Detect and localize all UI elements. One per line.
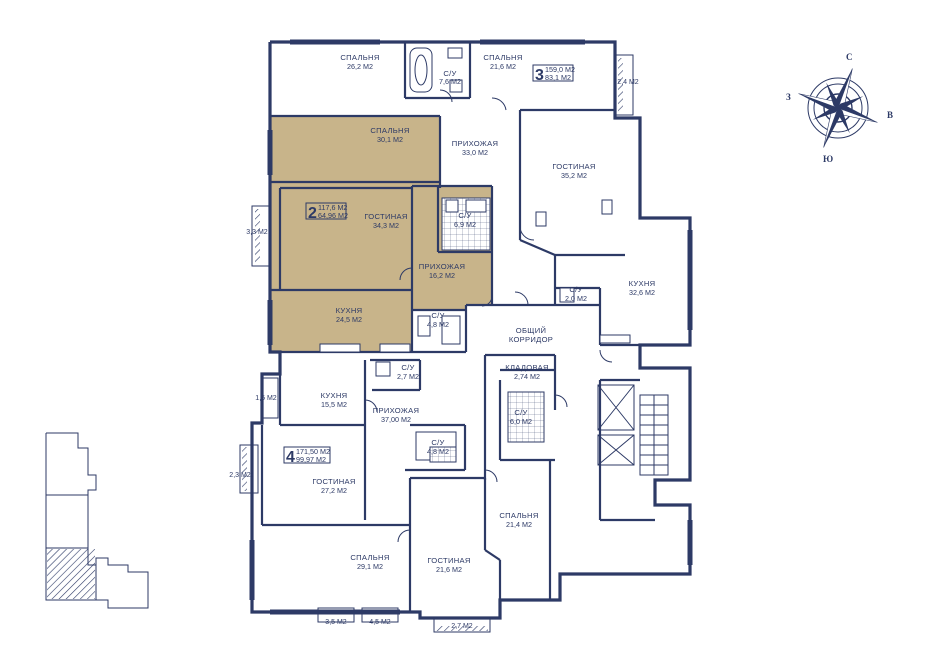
room-label: КУХНЯ <box>629 279 656 288</box>
room-label: ГОСТИНАЯ <box>364 212 407 221</box>
room-area: 35,2 М2 <box>561 171 587 180</box>
room-area: 30,1 М2 <box>377 135 403 144</box>
svg-text:2,4 М2: 2,4 М2 <box>617 79 639 86</box>
room-labels: СПАЛЬНЯ 26,2 М2 С/У 7,6 М2 СПАЛЬНЯ 21,6 … <box>312 53 655 574</box>
room-label: СПАЛЬНЯ <box>340 53 379 62</box>
room-label: С/У <box>431 438 444 447</box>
apartment-2-label: 2 117,6 М2 64,96 М2 <box>305 202 348 222</box>
room-area: 15,5 М2 <box>321 400 347 409</box>
svg-text:2,3 М2: 2,3 М2 <box>229 472 251 479</box>
column <box>601 199 613 215</box>
room-label: С/У <box>401 363 414 372</box>
room-area: 21,6 М2 <box>490 62 516 71</box>
balconies <box>239 54 634 633</box>
room-label: ГОСТИНАЯ <box>552 162 595 171</box>
svg-text:171,50 М2: 171,50 М2 <box>296 447 330 456</box>
room-label: СПАЛЬНЯ <box>483 53 522 62</box>
room-label: С/У <box>443 69 456 78</box>
compass-west: З <box>786 92 791 102</box>
room-label: КОРРИДОР <box>509 335 553 344</box>
room-area: 29,1 М2 <box>357 562 383 571</box>
room-area: 21,6 М2 <box>436 565 462 574</box>
room-area: 33,0 М2 <box>462 148 488 157</box>
svg-text:117,6 М2: 117,6 М2 <box>318 203 347 212</box>
room-area: 27,2 М2 <box>321 486 347 495</box>
room-label: КУХНЯ <box>321 391 348 400</box>
room-area: 4,8 М2 <box>427 447 449 456</box>
room-label: КЛАДОВАЯ <box>505 363 549 372</box>
svg-text:2: 2 <box>308 205 317 222</box>
room-area: 24,5 М2 <box>336 315 362 324</box>
key-plan <box>45 432 149 609</box>
room-label: С/У <box>431 311 444 320</box>
svg-text:2,7 М2: 2,7 М2 <box>451 623 473 630</box>
doors <box>364 89 613 543</box>
room-area: 7,6 М2 <box>439 77 461 86</box>
svg-text:3,3 М2: 3,3 М2 <box>246 229 268 236</box>
room-area: 4,8 М2 <box>427 320 449 329</box>
windows <box>249 39 693 615</box>
room-area: 26,2 М2 <box>347 62 373 71</box>
compass-east: В <box>887 110 893 120</box>
column <box>535 211 547 227</box>
svg-text:159,0 М2: 159,0 М2 <box>545 65 575 74</box>
svg-text:4,5 М2: 4,5 М2 <box>369 619 391 626</box>
room-area: 37,00 М2 <box>381 415 411 424</box>
room-area: 2,7 М2 <box>397 372 419 381</box>
apartment-3-label: 3 159,0 М2 83,1 М2 <box>532 64 575 84</box>
svg-text:1,5 М2: 1,5 М2 <box>255 395 277 402</box>
room-area: 6,0 М2 <box>510 417 532 426</box>
room-label: ГОСТИНАЯ <box>427 556 470 565</box>
svg-text:3: 3 <box>535 67 544 84</box>
room-label: СПАЛЬНЯ <box>499 511 538 520</box>
room-label: ПРИХОЖАЯ <box>373 406 420 415</box>
balcony-labels: 2,4 М2 3,3 М2 1,5 М2 2,3 М2 3,5 М2 4,5 М… <box>229 79 639 630</box>
stairwell <box>597 384 669 476</box>
compass-south: Ю <box>823 154 833 164</box>
compass-north: С <box>846 52 853 62</box>
apartment-4-label: 4 171,50 М2 99,97 М2 <box>283 446 331 466</box>
room-label: ПРИХОЖАЯ <box>452 139 499 148</box>
room-area: 2,0 М2 <box>565 294 587 303</box>
key-plan-highlight <box>47 549 95 599</box>
svg-text:64,96 М2: 64,96 М2 <box>318 211 348 220</box>
svg-text:4: 4 <box>286 449 295 466</box>
room-label: СПАЛЬНЯ <box>350 553 389 562</box>
room-label: С/У <box>458 211 471 220</box>
room-area: 2,74 М2 <box>514 372 540 381</box>
room-label: КУХНЯ <box>336 306 363 315</box>
room-area: 6,9 М2 <box>454 220 476 229</box>
room-area: 21,4 М2 <box>506 520 532 529</box>
room-area: 32,6 М2 <box>629 288 655 297</box>
room-label: С/У <box>569 285 582 294</box>
svg-text:99,97 М2: 99,97 М2 <box>296 455 326 464</box>
room-area: 34,3 М2 <box>373 221 399 230</box>
room-label: ПРИХОЖАЯ <box>419 262 466 271</box>
apartment-2-highlight[interactable] <box>270 116 492 352</box>
room-label: СПАЛЬНЯ <box>370 126 409 135</box>
room-area: 16,2 М2 <box>429 271 455 280</box>
room-label: С/У <box>514 408 527 417</box>
compass-rose <box>798 68 878 148</box>
room-label: ГОСТИНАЯ <box>312 477 355 486</box>
room-label: ОБЩИЙ <box>516 326 546 335</box>
bathroom-fixtures <box>319 47 631 463</box>
svg-text:83,1 М2: 83,1 М2 <box>545 73 571 82</box>
svg-text:3,5 М2: 3,5 М2 <box>325 619 347 626</box>
